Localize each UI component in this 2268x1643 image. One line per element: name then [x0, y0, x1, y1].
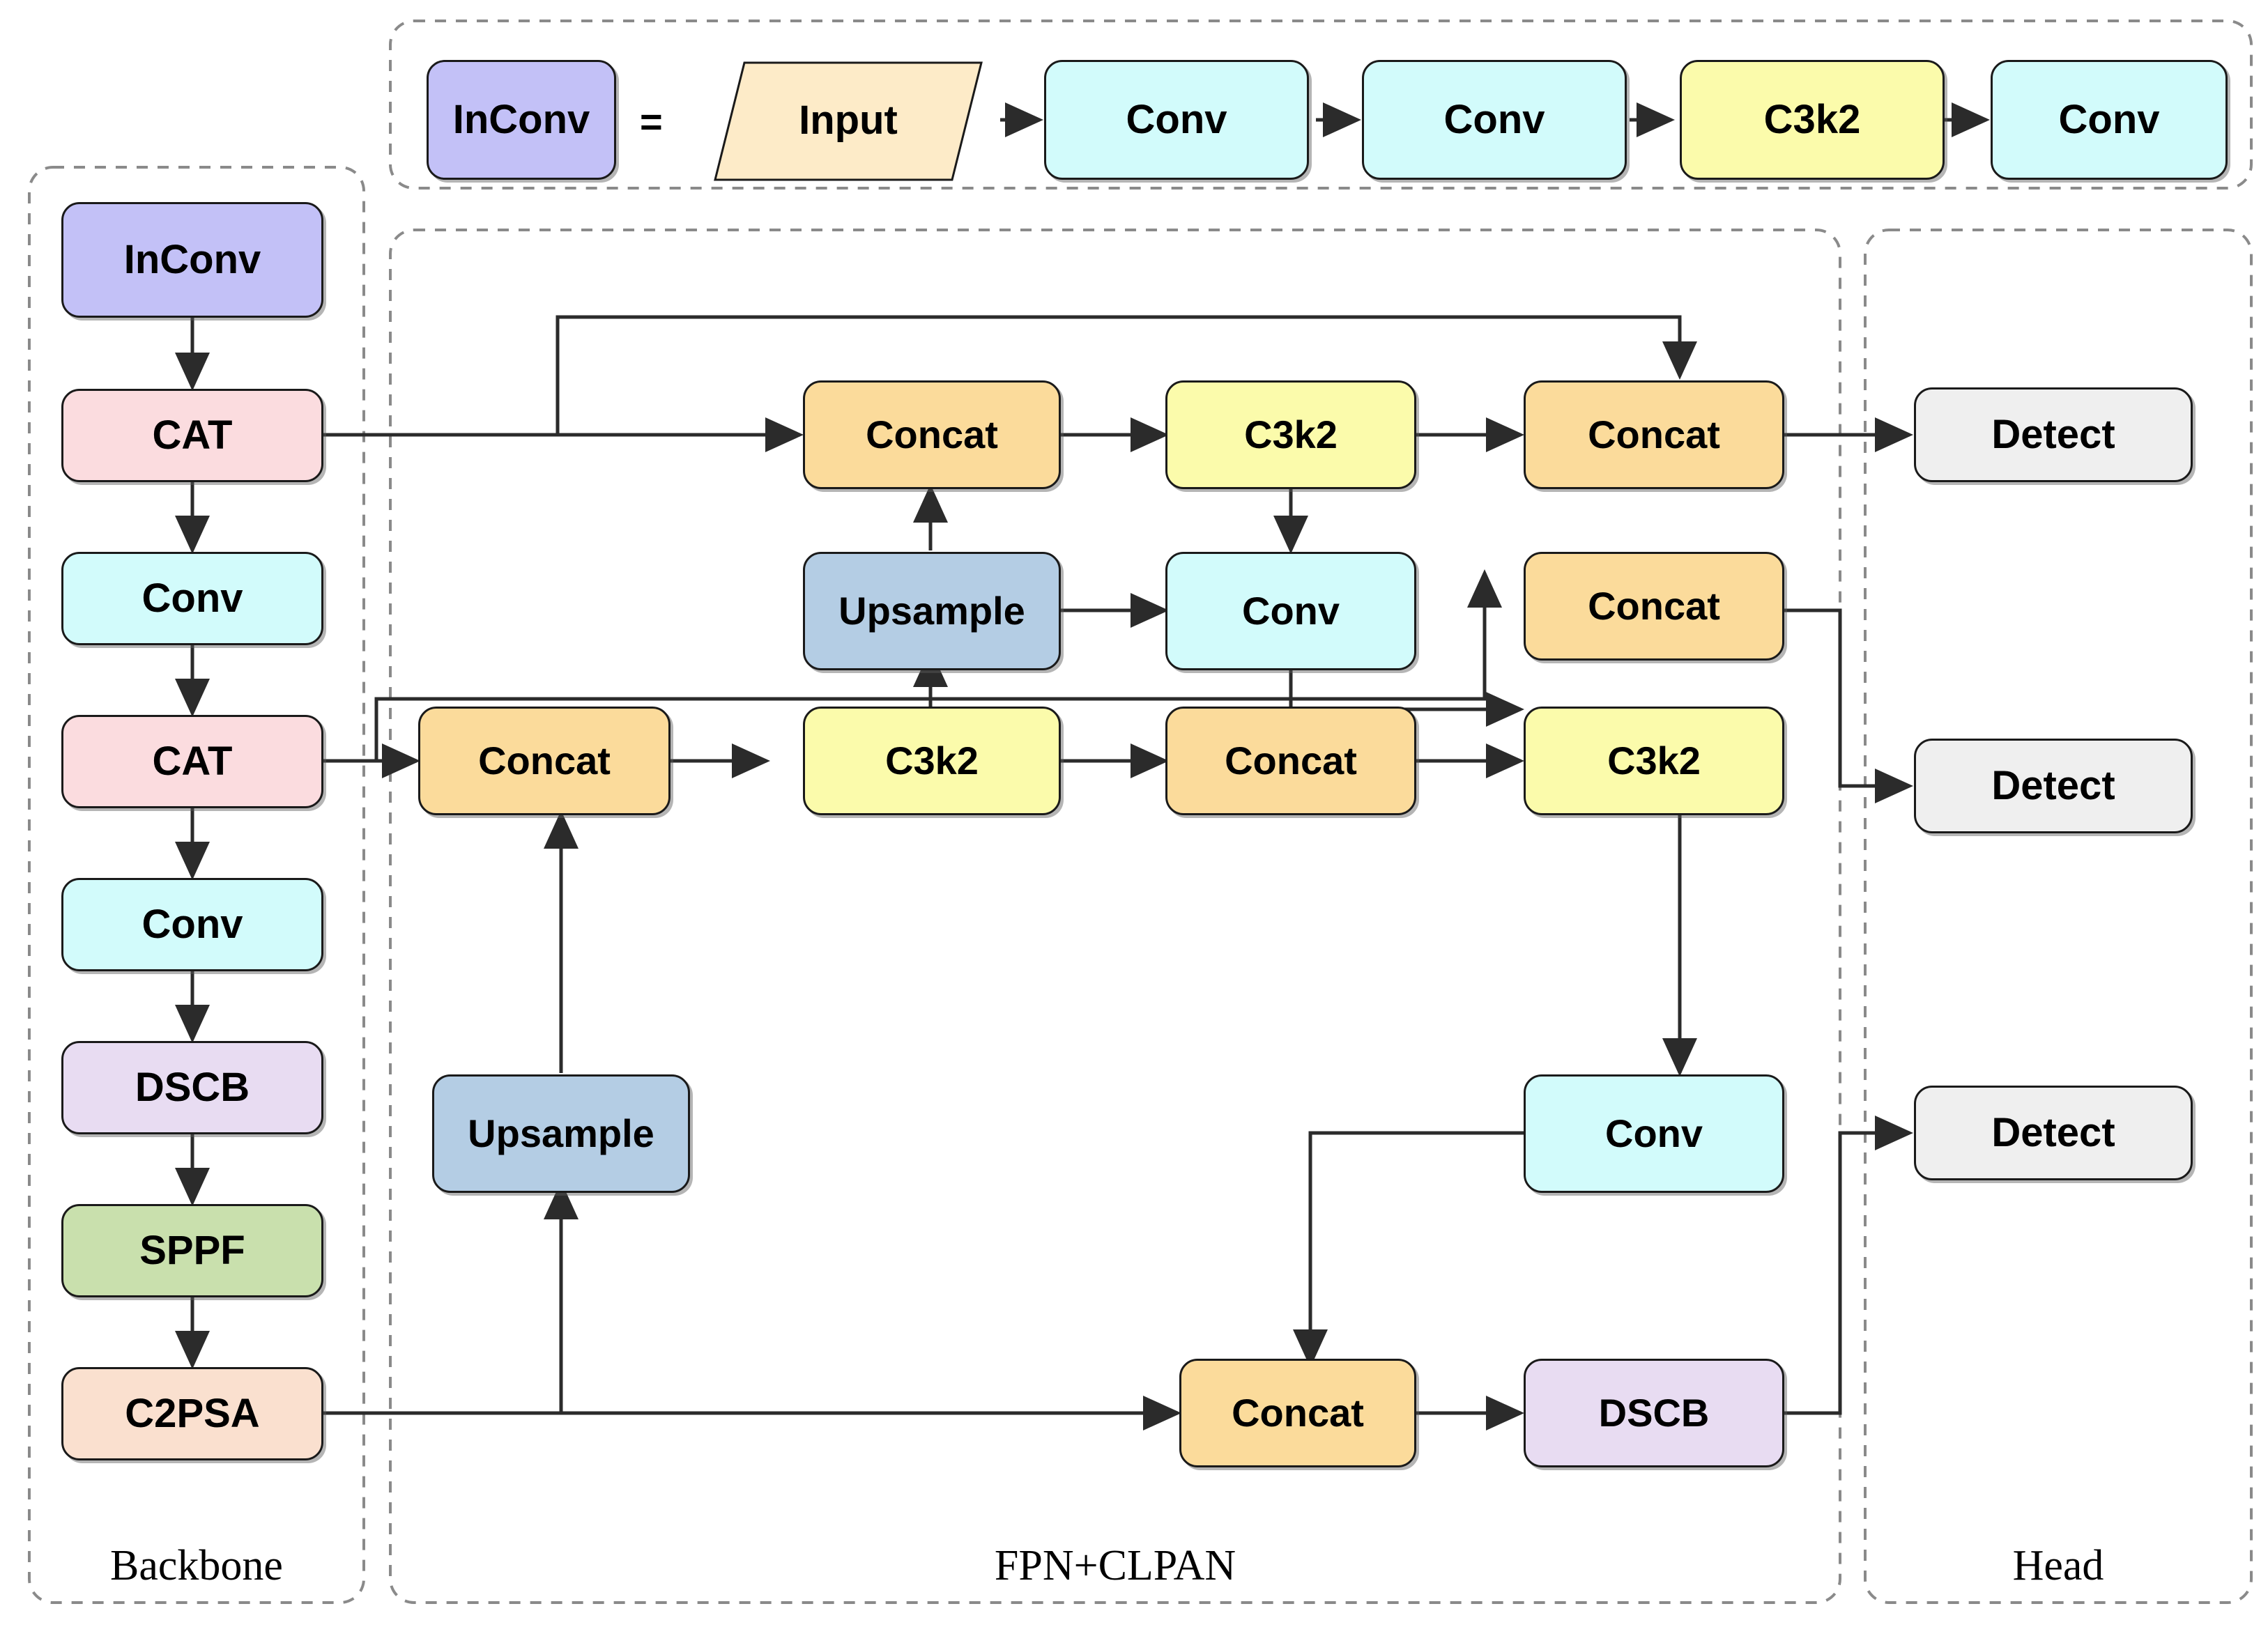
- edge-dscbBottom-detect3: [1784, 1116, 1913, 1415]
- head-node-detect-3: Detect: [1914, 1086, 2193, 1180]
- backbone-node-conv-2: Conv: [61, 878, 323, 971]
- edge-cat1-concatC: [555, 315, 1697, 435]
- legend-input-shape: Input: [712, 60, 984, 181]
- neck-group-frame: [389, 229, 1841, 1604]
- backbone-node-dscb: DSCB: [61, 1041, 323, 1134]
- backbone-node-c2psa: C2PSA: [61, 1367, 323, 1460]
- neck-node-upsample-2: Upsample: [432, 1074, 690, 1193]
- neck-node-dscb-bottom: DSCB: [1524, 1359, 1784, 1467]
- legend-conv-3: Conv: [1991, 60, 2228, 180]
- edge-convMid-link: [1416, 573, 1476, 610]
- legend-group-frame: [389, 20, 2253, 190]
- neck-node-conv-mid: Conv: [1165, 552, 1416, 670]
- neck-node-concat-e: Concat: [1165, 707, 1416, 815]
- legend-conv-2: Conv: [1362, 60, 1627, 180]
- backbone-node-sppf: SPPF: [61, 1204, 323, 1297]
- neck-node-concat-f: Concat: [1524, 552, 1784, 661]
- neck-node-concat-c: Concat: [1524, 380, 1784, 489]
- neck-node-upsample-1: Upsample: [803, 552, 1061, 670]
- group-label-neck: FPN+CLPAN: [994, 1542, 1236, 1589]
- legend-inconv-box: InConv: [427, 60, 616, 180]
- neck-node-concat-bottom: Concat: [1179, 1359, 1416, 1467]
- legend-conv-1: Conv: [1044, 60, 1309, 180]
- neck-node-concat-a: Concat: [803, 380, 1061, 489]
- neck-node-concat-d: Concat: [418, 707, 671, 815]
- head-node-detect-1: Detect: [1914, 387, 2193, 482]
- backbone-group-frame: [28, 166, 365, 1604]
- head-node-detect-2: Detect: [1914, 739, 2193, 833]
- neck-node-c3k2-d: C3k2: [803, 707, 1061, 815]
- backbone-node-cat-1: CAT: [61, 389, 323, 482]
- edge-concatF-detect2: [1784, 608, 1913, 803]
- group-label-backbone: Backbone: [110, 1542, 283, 1589]
- backbone-node-cat-2: CAT: [61, 715, 323, 808]
- neck-node-c3k2-e: C3k2: [1524, 707, 1784, 815]
- legend-c3k2: C3k2: [1680, 60, 1945, 180]
- legend-equals-sign: =: [640, 100, 663, 144]
- edge-convBottom-concatBottom: [1293, 1131, 1575, 1368]
- backbone-node-conv-1: Conv: [61, 552, 323, 645]
- backbone-node-inconv: InConv: [61, 202, 323, 318]
- group-label-head: Head: [2012, 1542, 2104, 1589]
- legend-input-label: Input: [799, 97, 898, 143]
- head-group-frame: [1864, 229, 2253, 1604]
- neck-node-c3k2-a: C3k2: [1165, 380, 1416, 489]
- neck-node-conv-bottom: Conv: [1524, 1074, 1784, 1193]
